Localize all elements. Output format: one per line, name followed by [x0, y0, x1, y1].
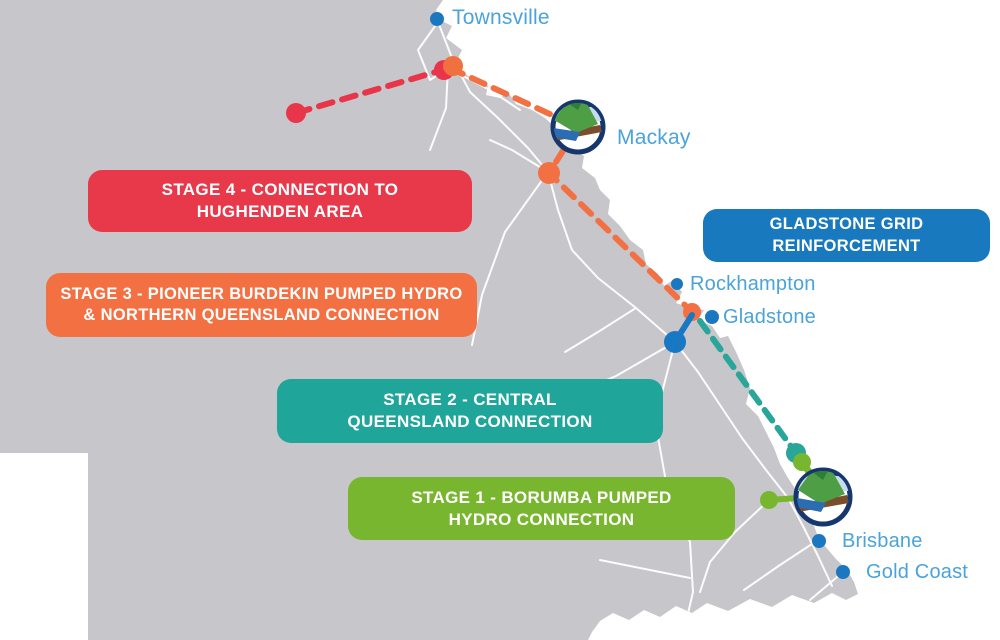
gladstone-grid-line2: REINFORCEMENT	[772, 236, 921, 255]
gladstone-grid-line1: GLADSTONE GRID	[769, 215, 924, 234]
pumped-hydro-brisbane-icon	[793, 467, 853, 527]
junction-node-orange	[443, 56, 463, 76]
stage4-line1: STAGE 4 - CONNECTION TO	[161, 180, 399, 200]
gladstone-grid-callout: GLADSTONE GRID REINFORCEMENT	[703, 209, 990, 262]
stage1-link-lower	[766, 495, 801, 503]
stage2-transmission-line	[697, 318, 801, 459]
city-dots	[430, 12, 850, 579]
stage3-line2: & NORTHERN QUEENSLAND CONNECTION	[83, 306, 440, 324]
gold-coast-dot	[836, 565, 850, 579]
rockhampton-label: Rockhampton	[690, 273, 816, 295]
stage2-line1: STAGE 2 - CENTRAL	[383, 390, 557, 410]
townsville-label: Townsville	[452, 6, 550, 29]
mackay-label: Mackay	[617, 126, 691, 149]
rockhampton-dot	[671, 278, 683, 290]
brisbane-label: Brisbane	[842, 530, 923, 552]
stage2-line2: QUEENSLAND CONNECTION	[347, 412, 593, 431]
stage4-transmission-line	[293, 66, 449, 116]
mackay-node	[538, 162, 560, 184]
hughenden-node	[286, 103, 306, 123]
stage2-callout: STAGE 2 - CENTRAL QUEENSLAND CONNECTION	[277, 379, 663, 443]
gladstone-label: Gladstone	[723, 306, 816, 328]
stage1-line1: STAGE 1 - BORUMBA PUMPED	[411, 487, 672, 507]
pumped-hydro-mackay-icon	[550, 99, 606, 155]
stage3-line1: STAGE 3 - PIONEER BURDEKIN PUMPED HYDRO	[60, 284, 463, 303]
gladstone-dot	[705, 310, 719, 324]
stage1-callout: STAGE 1 - BORUMBA PUMPED HYDRO CONNECTIO…	[348, 477, 735, 540]
stage1-line2: HYDRO CONNECTION	[448, 509, 635, 529]
stage3-callout: STAGE 3 - PIONEER BURDEKIN PUMPED HYDRO …	[46, 273, 477, 337]
stage4-callout: STAGE 4 - CONNECTION TO HUGHENDEN AREA	[88, 170, 472, 232]
brisbane-dot	[812, 534, 826, 548]
gladstone-blue-node	[664, 331, 686, 353]
transmission-nodes	[286, 56, 816, 509]
stage4-line2: HUGHENDEN AREA	[196, 202, 364, 221]
townsville-dot	[430, 12, 444, 26]
gold-coast-label: Gold Coast	[866, 561, 969, 583]
